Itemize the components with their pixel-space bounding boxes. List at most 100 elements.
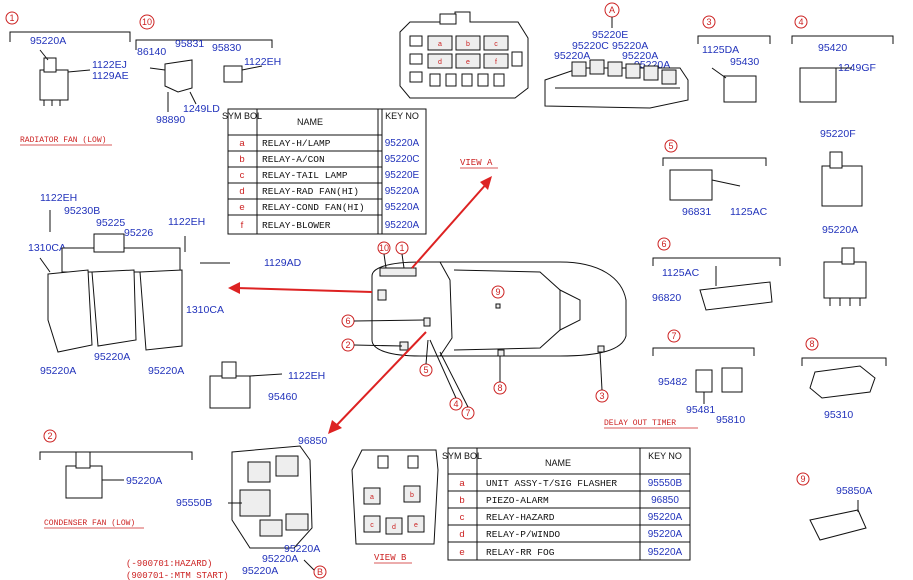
group-8: 8 95310	[801, 337, 887, 421]
marker-B-label: B	[317, 567, 323, 577]
table2-header-name: NAME	[545, 458, 571, 468]
table1-cell: c	[240, 170, 245, 181]
part-1122EH: 1122EH	[244, 56, 281, 68]
fuse-letter: b	[466, 41, 470, 48]
part-96820: 96820	[652, 292, 681, 304]
table2-cell: e	[459, 547, 464, 558]
relay-icon	[39, 69, 69, 101]
table2-cell: b	[459, 495, 464, 506]
group-7: 7 95482 95481 95810 DELAY OUT TIMER	[604, 329, 755, 429]
part-95810: 95810	[716, 414, 745, 426]
marker-A-label: A	[609, 5, 615, 15]
callout-7: 7	[465, 408, 470, 418]
table2-cell: 95550B	[648, 478, 683, 489]
part-95220A: 95220A	[554, 50, 590, 62]
view-b-panel: a b c d e VIEW B	[351, 449, 439, 564]
callout-10-label: 10	[142, 17, 152, 27]
group-4: 4 95420 1249GF	[791, 15, 894, 103]
callout-8-label: 8	[809, 339, 814, 349]
table1-cell: e	[239, 202, 244, 213]
car-outline	[371, 261, 627, 357]
callout-3-label: 3	[706, 17, 711, 27]
table2-cell: d	[459, 529, 464, 540]
callout-2-label: 2	[47, 431, 52, 441]
group-9: 9 95850A	[796, 472, 872, 541]
callout-6	[657, 237, 671, 251]
callout-8: 8	[497, 383, 502, 393]
table1-cell: RELAY-RAD FAN(HI)	[262, 186, 359, 197]
part-1249LD: 1249LD	[183, 103, 220, 115]
table1-cell: b	[239, 154, 244, 165]
marker-B	[313, 565, 327, 579]
callout-10: 10	[379, 243, 389, 253]
view-b-letter: e	[414, 522, 418, 529]
part-1122EH: 1122EH	[168, 216, 205, 228]
callout-7-label: 7	[671, 331, 676, 341]
table1-cell: RELAY-TAIL LAMP	[262, 170, 348, 181]
table1-cell: 95220A	[385, 186, 420, 197]
callout-2: 2	[345, 340, 350, 350]
group-2: 2 95220A CONDENSER FAN (LOW)	[39, 429, 193, 529]
table1-cell: RELAY-A/CON	[262, 154, 325, 165]
table2-header-key: KEY NO	[648, 451, 682, 461]
table-2: SYM BOL NAME KEY NO a UNIT ASSY-T/SIG FL…	[442, 447, 691, 561]
part-95220A: 95220A	[284, 543, 320, 555]
table2-cell: RELAY-HAZARD	[486, 512, 555, 523]
part-1122EH: 1122EH	[288, 370, 325, 382]
module-icon	[809, 365, 876, 399]
table2-cell: RELAY-RR FOG	[486, 547, 555, 558]
part-95850A: 95850A	[836, 485, 872, 497]
relay-icon	[209, 375, 251, 409]
part-1125DA: 1125DA	[702, 44, 739, 56]
table2-cell: 95220A	[648, 512, 683, 523]
callout-1-label: 1	[9, 13, 14, 23]
part-95482: 95482	[658, 376, 687, 388]
part-98890: 98890	[156, 114, 185, 126]
view-b-letter: d	[392, 524, 396, 531]
view-b-label: VIEW B	[374, 553, 407, 563]
part-95420: 95420	[818, 42, 847, 54]
callout-6-label: 6	[661, 239, 666, 249]
callout-3: 3	[599, 391, 604, 401]
table2-cell: 95220A	[648, 547, 683, 558]
part-95550B: 95550B	[176, 497, 212, 509]
part-1310CA: 1310CA	[28, 242, 66, 254]
part-95220A: 95220A	[612, 40, 648, 52]
part-96831: 96831	[682, 206, 711, 218]
relay-icon	[821, 165, 863, 207]
part-1122EH: 1122EH	[40, 192, 77, 204]
view-b-relays: 96850 95550B 95220A 95220A 95220A (-9007…	[126, 435, 327, 580]
part-1122EJ: 1122EJ	[92, 59, 127, 71]
callout-5-label: 5	[668, 141, 673, 151]
module-icon	[699, 281, 773, 311]
unit-icon	[669, 169, 713, 201]
callout-5	[664, 139, 678, 153]
table1-cell: RELAY-H/LAMP	[262, 138, 331, 149]
part-95220A: 95220A	[94, 351, 130, 363]
fuse-letter: e	[466, 59, 470, 66]
table1-cell: 95220C	[384, 154, 419, 165]
part-96850: 96850	[298, 435, 327, 447]
table2-cell: 96850	[651, 495, 679, 506]
unit-icon	[723, 75, 757, 103]
part-95310: 95310	[824, 409, 853, 421]
caption-radiator-fan: RADIATOR FAN (LOW)	[20, 136, 106, 145]
part-95220C: 95220C	[572, 40, 609, 52]
relay-icon	[799, 67, 837, 103]
part-1125AC: 1125AC	[730, 206, 768, 218]
table1-header-key: KEY NO	[385, 111, 419, 121]
fuse-letter: a	[438, 41, 442, 48]
table2-header-symbol: SYM BOL	[442, 451, 482, 461]
part-1125AC: 1125AC	[662, 267, 700, 279]
relay-icon	[823, 261, 867, 299]
table2-cell: 95220A	[648, 529, 683, 540]
view-b-letter: c	[370, 522, 374, 529]
part-95830: 95830	[212, 42, 241, 54]
part-95481: 95481	[686, 404, 715, 416]
callout-9: 9	[495, 287, 500, 297]
part-95220E: 95220E	[592, 29, 628, 41]
part-1310CA: 1310CA	[186, 304, 224, 316]
car-callouts: 10 1 9 6 2 5 4 7 8 3	[341, 241, 609, 420]
table2-cell: a	[459, 478, 465, 489]
table1-cell: 95220A	[385, 220, 420, 231]
